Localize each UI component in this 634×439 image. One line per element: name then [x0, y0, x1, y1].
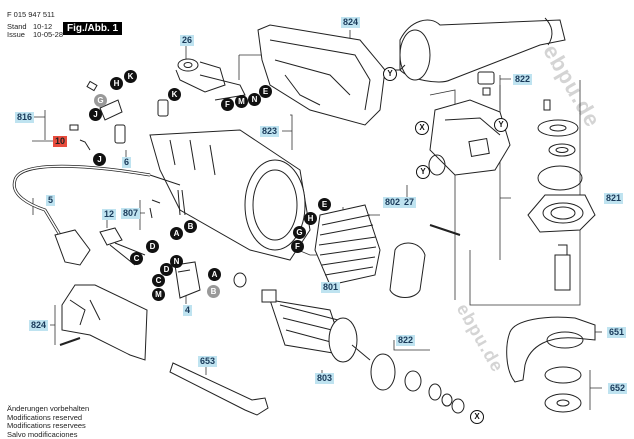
part-5-power-cord [12, 164, 186, 266]
part-822-bearing-plate [370, 353, 465, 414]
part-label-822-bottom[interactable]: 822 [396, 335, 416, 346]
part-label-27[interactable]: 27 [402, 197, 417, 208]
part-label-824-bottom[interactable]: 824 [29, 320, 49, 331]
connector-letter-d: D [146, 240, 159, 253]
connector-letter-m: M [235, 95, 248, 108]
part-label-4[interactable]: 4 [183, 305, 193, 316]
part-803-armature [233, 272, 371, 363]
part-label-5[interactable]: 5 [46, 195, 56, 206]
part-label-12[interactable]: 12 [102, 209, 117, 220]
part-small-brackets [69, 80, 169, 219]
part-label-807[interactable]: 807 [121, 208, 141, 219]
part-motor-housing [149, 129, 311, 261]
connector-letter-b: B [184, 220, 197, 233]
connector-letter-h: H [110, 77, 123, 90]
connector-letter-f: F [221, 98, 234, 111]
footer-notice: Änderungen vorbehalten Modifications res… [7, 404, 90, 439]
connector-letter-y: Y [416, 165, 430, 179]
part-801-field-coil [314, 204, 381, 286]
connector-letter-c: C [130, 252, 143, 265]
part-bearing-flange-stack [527, 99, 596, 291]
connector-letter-x: X [470, 410, 484, 424]
part-auxiliary-handle [395, 17, 566, 83]
part-label-802[interactable]: 802 [383, 197, 403, 208]
connector-letter-e: E [318, 198, 331, 211]
part-label-824-top[interactable]: 824 [341, 17, 361, 28]
connector-letter-j: J [89, 108, 102, 121]
part-label-822-top[interactable]: 822 [513, 74, 533, 85]
stand-value: 10-12 [33, 22, 53, 31]
part-label-652[interactable]: 652 [608, 383, 628, 394]
footer-line: Modifications reserved [7, 412, 83, 422]
part-label-26[interactable]: 26 [180, 35, 195, 46]
footer-line: Salvo modificaciones [7, 429, 78, 439]
connector-letter-x: X [415, 121, 429, 135]
part-label-651[interactable]: 651 [607, 327, 627, 338]
connector-letter-b: B [207, 285, 220, 298]
connector-letter-d: D [160, 263, 173, 276]
connector-letter-j: J [93, 153, 106, 166]
connector-letter-n: N [170, 255, 183, 268]
connector-letter-f: F [291, 240, 304, 253]
connector-letter-c: C [152, 274, 165, 287]
part-label-821[interactable]: 821 [604, 193, 624, 204]
connector-letter-e: E [259, 85, 272, 98]
part-gear-housing [428, 71, 511, 176]
part-651-disc-guard [506, 316, 596, 383]
part-26-switch [175, 58, 246, 101]
part-label-816[interactable]: 816 [15, 112, 35, 123]
connector-letter-a: A [208, 268, 221, 281]
doc-number: F 015 947 511 [7, 10, 55, 19]
part-label-801[interactable]: 801 [321, 282, 341, 293]
connector-letter-n: N [248, 93, 261, 106]
connector-letter-k: K [168, 88, 181, 101]
connector-letter-m: M [152, 288, 165, 301]
footer-line: Änderungen vorbehalten [7, 404, 90, 413]
issue-value: 10-05-28 [33, 30, 64, 39]
part-label-653[interactable]: 653 [198, 356, 218, 367]
figure-label: Fig./Abb. 1 [63, 22, 123, 35]
connector-letter-g: G [293, 226, 306, 239]
part-652-flange-nuts [544, 366, 582, 413]
connector-letter-g: G [94, 94, 107, 107]
part-label-10[interactable]: 10 [53, 136, 68, 147]
connector-letter-y: Y [494, 118, 508, 132]
footer-line: Modifications reservees [7, 421, 86, 431]
part-824-cover-top [257, 24, 386, 126]
part-653-spanner [169, 362, 269, 416]
part-label-6[interactable]: 6 [122, 157, 132, 168]
connector-letter-k: K [124, 70, 137, 83]
issue-label: Issue [7, 30, 25, 39]
part-label-803[interactable]: 803 [315, 373, 335, 384]
connector-letter-a: A [170, 227, 183, 240]
stand-label: Stand [7, 22, 27, 31]
part-4-switch-module [174, 261, 201, 299]
part-12-capacitor [99, 227, 146, 266]
part-label-823[interactable]: 823 [260, 126, 280, 137]
part-802-brush-ring [389, 224, 461, 298]
connector-letter-y: Y [383, 67, 397, 81]
part-824-cover-bottom [59, 284, 148, 361]
connector-letter-h: H [304, 212, 317, 225]
